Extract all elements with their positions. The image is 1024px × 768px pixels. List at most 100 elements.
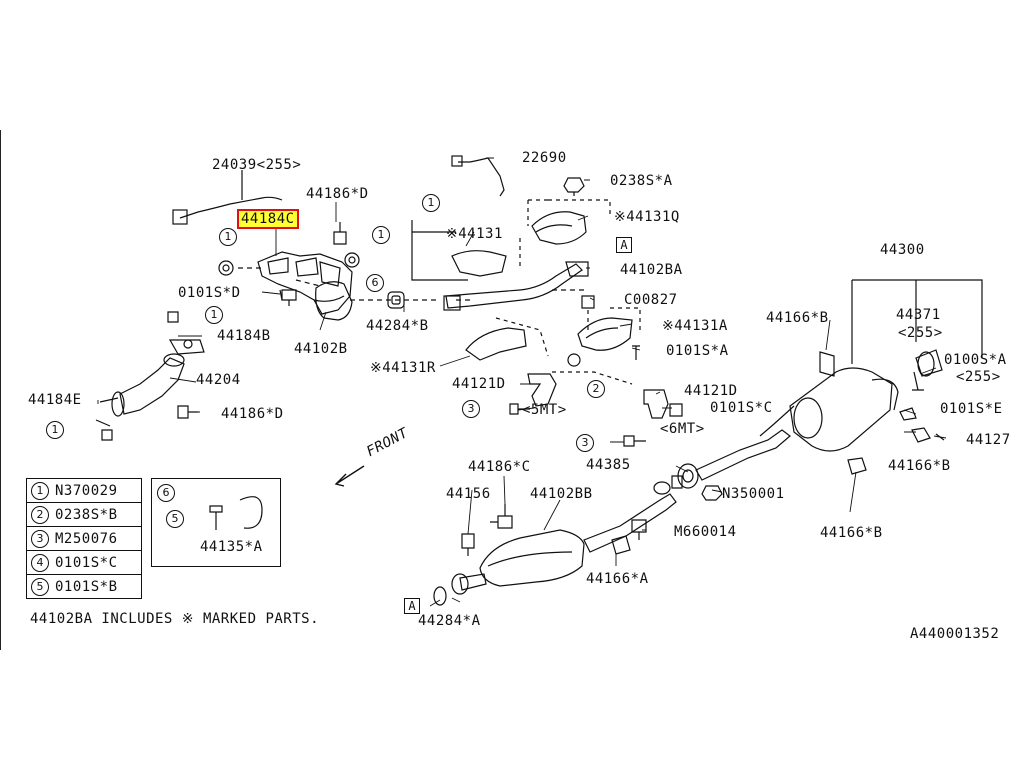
rear-catalytic-44102bb	[479, 529, 585, 587]
reference-box-a-top: A	[616, 237, 632, 253]
label-44102bb[interactable]: 44102BB	[530, 486, 593, 502]
label-44166b-top[interactable]: 44166*B	[766, 310, 829, 326]
label-44385[interactable]: 44385	[586, 457, 631, 473]
hanger-44166b-mid	[911, 427, 931, 443]
label-0100sa-sub: <255>	[956, 369, 1001, 385]
callout-3-a: 3	[462, 400, 480, 418]
label-44184e[interactable]: 44184E	[28, 392, 82, 408]
label-44121d-right[interactable]: 44121D	[684, 383, 738, 399]
heat-shield-44131r	[465, 327, 527, 361]
label-44184c-highlighted[interactable]: 44184C	[237, 209, 299, 229]
callout-1-d: 1	[46, 421, 64, 439]
sensor-22690	[458, 157, 505, 197]
bracket-44121d-left	[527, 373, 557, 407]
label-44131r[interactable]: ※44131R	[370, 360, 436, 376]
label-22690[interactable]: 22690	[522, 150, 567, 166]
legend-code[interactable]: N370029	[55, 482, 118, 499]
label-44166a[interactable]: 44166*A	[586, 571, 649, 587]
legend-row: 5 0101S*B	[27, 575, 141, 598]
muffler-44300	[789, 367, 893, 452]
label-44186d-bottom[interactable]: 44186*D	[221, 406, 284, 422]
heat-shield-44131	[451, 250, 507, 277]
label-44371-sub: <255>	[898, 325, 943, 341]
heat-shield-44131q	[531, 211, 587, 245]
callout-2: 2	[587, 380, 605, 398]
callout-1-e: 1	[422, 194, 440, 212]
legend-code[interactable]: 0101S*B	[55, 578, 118, 595]
callout-1-a: 1	[219, 228, 237, 246]
label-44186c[interactable]: 44186*C	[468, 459, 531, 475]
label-m660014[interactable]: M660014	[674, 524, 737, 540]
label-44284a[interactable]: 44284*A	[418, 613, 481, 629]
inset-callout-5: 5	[166, 510, 184, 528]
inset-callout-6: 6	[157, 484, 175, 502]
label-24039[interactable]: 24039<255>	[212, 157, 302, 173]
label-0101sc[interactable]: 0101S*C	[710, 400, 773, 416]
label-44102ba[interactable]: 44102BA	[620, 262, 683, 278]
label-0101sd[interactable]: 0101S*D	[178, 285, 241, 301]
label-0101sa[interactable]: 0101S*A	[666, 343, 729, 359]
front-pipe-44102ba	[445, 263, 583, 309]
legend-num: 1	[31, 481, 49, 500]
label-44102b[interactable]: 44102B	[294, 341, 348, 357]
label-44131a[interactable]: ※44131A	[662, 318, 728, 334]
inset-detail-6: 6 5 44135*A	[151, 478, 281, 567]
label-44184b[interactable]: 44184B	[217, 328, 271, 344]
heat-shield-44131a	[577, 317, 633, 351]
bracket-44121d-right	[643, 389, 669, 419]
legend-num: 2	[31, 505, 49, 524]
inset-clamp	[239, 496, 263, 529]
legend-code[interactable]: 0101S*C	[55, 554, 118, 571]
footnote: 44102BA INCLUDES ※ MARKED PARTS.	[30, 611, 320, 627]
legend-row: 1 N370029	[27, 479, 141, 503]
front-exhaust-manifold	[257, 251, 353, 315]
label-0238sa[interactable]: 0238S*A	[610, 173, 673, 189]
parts-legend-table: 1 N370029 2 0238S*B 3 M250076 4 0101S*C …	[26, 478, 142, 599]
legend-num: 4	[31, 553, 49, 572]
sensor-connector	[172, 209, 188, 225]
label-5mt: <5MT>	[522, 402, 567, 418]
label-0100sa[interactable]: 0100S*A	[944, 352, 1007, 368]
label-44204[interactable]: 44204	[196, 372, 241, 388]
diagram-code: A440001352	[910, 626, 1000, 642]
label-44127[interactable]: 44127	[966, 432, 1011, 448]
label-44166b-bottom[interactable]: 44166*B	[820, 525, 883, 541]
label-44131[interactable]: ※44131	[446, 226, 503, 242]
label-44131q[interactable]: ※44131Q	[614, 209, 680, 225]
inset-bolt	[209, 505, 223, 530]
callout-1-b: 1	[372, 226, 390, 244]
legend-code[interactable]: M250076	[55, 530, 118, 547]
label-n350001[interactable]: N350001	[722, 486, 785, 502]
label-44284b[interactable]: 44284*B	[366, 318, 429, 334]
label-44300[interactable]: 44300	[880, 242, 925, 258]
legend-row: 2 0238S*B	[27, 503, 141, 527]
label-6mt: <6MT>	[660, 421, 705, 437]
legend-num: 3	[31, 529, 49, 548]
legend-code[interactable]: 0238S*B	[55, 506, 118, 523]
callout-1-c: 1	[205, 306, 223, 324]
reference-box-a-bottom: A	[404, 598, 420, 614]
label-c00827[interactable]: C00827	[624, 292, 678, 308]
center-pipe	[695, 429, 791, 481]
legend-row: 3 M250076	[27, 527, 141, 551]
legend-row: 4 0101S*C	[27, 551, 141, 575]
front-catalytic	[315, 281, 353, 321]
label-44121d-left[interactable]: 44121D	[452, 376, 506, 392]
hanger-44166b-top	[819, 351, 835, 377]
hanger-44166b-bot	[847, 457, 867, 475]
stud-44156	[461, 533, 475, 556]
label-44166b-mid[interactable]: 44166*B	[888, 458, 951, 474]
bolt-44186d	[333, 222, 347, 245]
sensor-harness-24039	[179, 196, 283, 219]
label-44135a[interactable]: 44135*A	[200, 539, 263, 555]
label-44371[interactable]: 44371	[896, 307, 941, 323]
front-pipe-44204	[119, 357, 185, 415]
label-0101se[interactable]: 0101S*E	[940, 401, 1003, 417]
label-44186d-top[interactable]: 44186*D	[306, 186, 369, 202]
legend-num: 5	[31, 577, 49, 596]
label-44156[interactable]: 44156	[446, 486, 491, 502]
callout-6: 6	[366, 274, 384, 292]
page-border-line	[0, 130, 1, 650]
bolt-44186c	[490, 504, 513, 529]
